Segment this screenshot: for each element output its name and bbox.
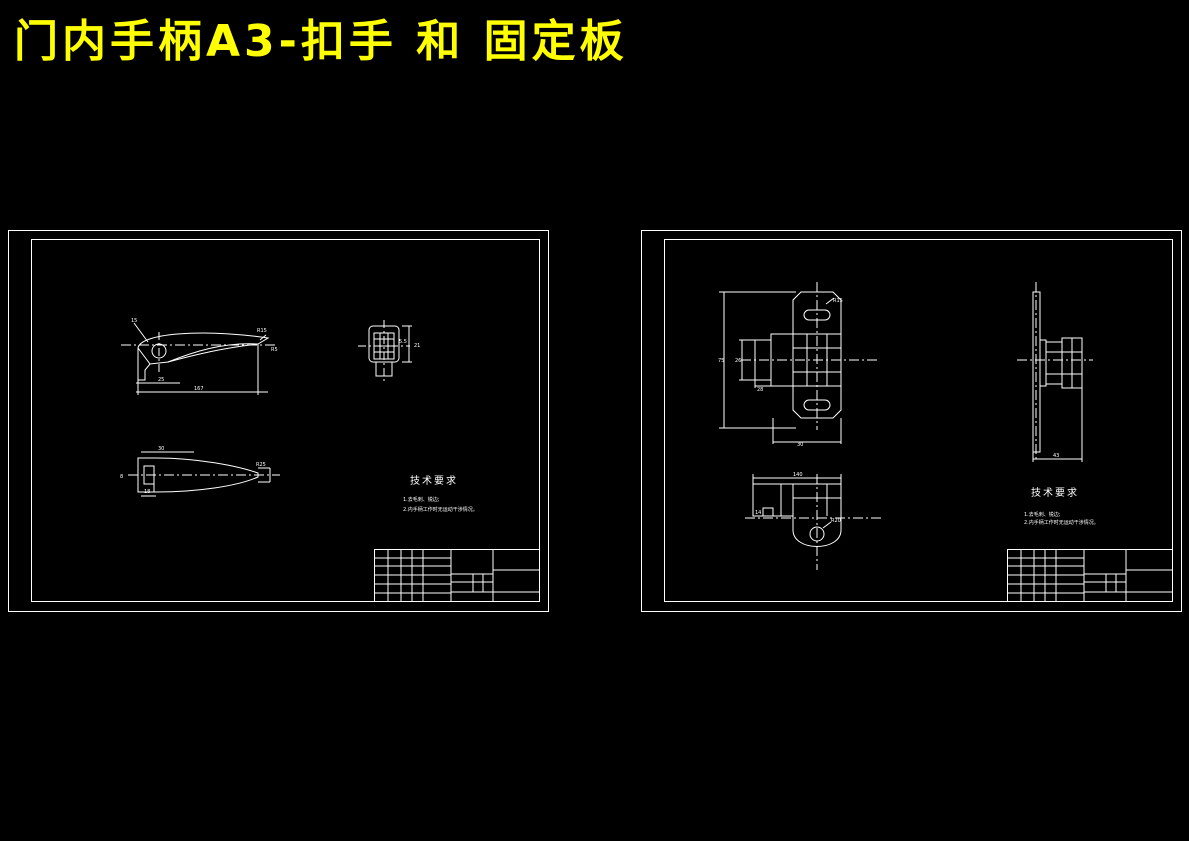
handle-top-view [128,451,280,497]
sheet-outer-border [641,230,1182,612]
tech-note: 1.去毛刺、锐边; [1024,511,1061,518]
title-block [1007,549,1173,602]
sheet-outer-border [8,230,549,612]
plate-front-view [719,282,877,444]
dim-label: 25 [158,377,164,383]
tech-note: 1.去毛刺、锐边; [403,496,440,503]
page-title: 门内手柄A3-扣手 和 固定板 [14,16,628,67]
dim-label: 26 [735,358,741,364]
dim-label: 30 [797,442,803,448]
dim-label: R15 [257,328,267,334]
plate-side-view [1017,282,1093,462]
dim-label: R15 [833,298,843,304]
dim-label: 15 [131,318,137,324]
dim-label: 18 [144,489,150,495]
title-block [374,549,540,602]
plate-top-view [745,474,881,570]
sheet-inner-border [31,239,540,602]
sheet-inner-border [664,239,1173,602]
dim-label: 140 [793,472,803,478]
drawing-sheet-fixing-plate: R15 75 26 28 30 140 14 R20 43 技术要求 1.去毛刺… [641,230,1182,612]
dim-label: 30 [158,446,164,452]
tech-title: 技术要求 [1031,486,1079,499]
dim-label: 14 [755,510,761,516]
dim-label: 8 [120,474,123,480]
dim-label: R20 [831,518,841,524]
dim-label: 21 [414,343,420,349]
handle-side-view [358,320,412,382]
dim-label: 75 [718,358,724,364]
dim-label: R25 [256,462,266,468]
dim-label: 43 [1053,453,1059,459]
handle-outline [137,332,270,365]
dim-label: 28 [757,387,763,393]
handle-front-view [121,322,278,395]
tech-note: 2.内手柄工作时无运动干涉情况。 [403,506,478,513]
dim-label: 5.5 [399,339,407,345]
dim-label: R5 [271,347,278,353]
drawing-sheet-handle: 15 R15 25 167 R5 5.5 21 30 R25 8 18 技术要求… [8,230,549,612]
tech-title: 技术要求 [410,474,458,487]
tech-note: 2.内手柄工作时无运动干涉情况。 [1024,519,1099,526]
dim-label: 167 [194,386,204,392]
